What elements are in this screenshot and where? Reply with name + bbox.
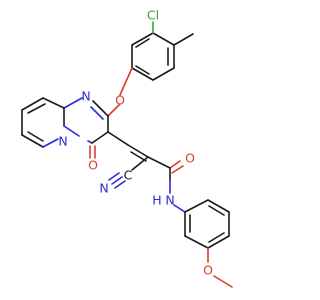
bond (213, 275, 233, 288)
bond (114, 180, 126, 189)
atom-oxygen-ether: O (115, 93, 125, 108)
atom-carbon-nitrile: C (124, 168, 133, 183)
atom-hydrogen-amide: H (152, 193, 161, 208)
bond (147, 156, 171, 169)
bond (90, 106, 104, 120)
bond (108, 172, 120, 181)
bond (21, 97, 44, 111)
bond (91, 131, 109, 144)
atom-label-layer: Cl O N N O N C O N H O (58, 8, 213, 278)
bond (127, 144, 149, 158)
bond (63, 125, 80, 137)
bond (184, 199, 209, 213)
bond (131, 32, 154, 46)
atom-nitrogen-nitrile: N (99, 181, 108, 196)
bond (169, 160, 181, 169)
bond (207, 199, 230, 213)
bond (152, 67, 175, 81)
structure-canvas: Cl O N N O N C O N H O (21, 7, 233, 288)
bond (42, 97, 65, 109)
bond (135, 38, 150, 48)
bond (135, 65, 150, 75)
bond (130, 151, 147, 162)
bond (184, 235, 209, 249)
bond (171, 165, 184, 174)
atom-oxygen-methoxy: O (203, 263, 213, 278)
bond (27, 131, 44, 142)
bond (131, 67, 154, 81)
bond (208, 205, 225, 216)
bond (92, 100, 109, 117)
bond (21, 134, 44, 148)
bond (63, 97, 83, 109)
bond (173, 204, 186, 213)
atom-nitrogen-ring-bridge: N (58, 134, 67, 149)
bond (107, 131, 129, 146)
atom-chlorine: Cl (147, 8, 159, 23)
bond (107, 103, 121, 117)
bond (119, 67, 133, 96)
bond (111, 176, 123, 185)
atom-oxygen-amide: O (185, 151, 195, 166)
bond (173, 33, 194, 46)
bond (208, 232, 225, 243)
molecule-structure: Cl O N N O N C O N H O (21, 8, 233, 288)
atom-oxygen-ring-carbonyl: O (88, 158, 98, 173)
bond (42, 138, 59, 148)
bond (27, 103, 46, 114)
bond-layer (21, 21, 233, 288)
atom-nitrogen-ring-top: N (81, 89, 90, 104)
bond (207, 235, 230, 249)
bond (152, 32, 175, 46)
bond (131, 156, 149, 171)
atom-nitrogen-amide: N (165, 193, 174, 208)
